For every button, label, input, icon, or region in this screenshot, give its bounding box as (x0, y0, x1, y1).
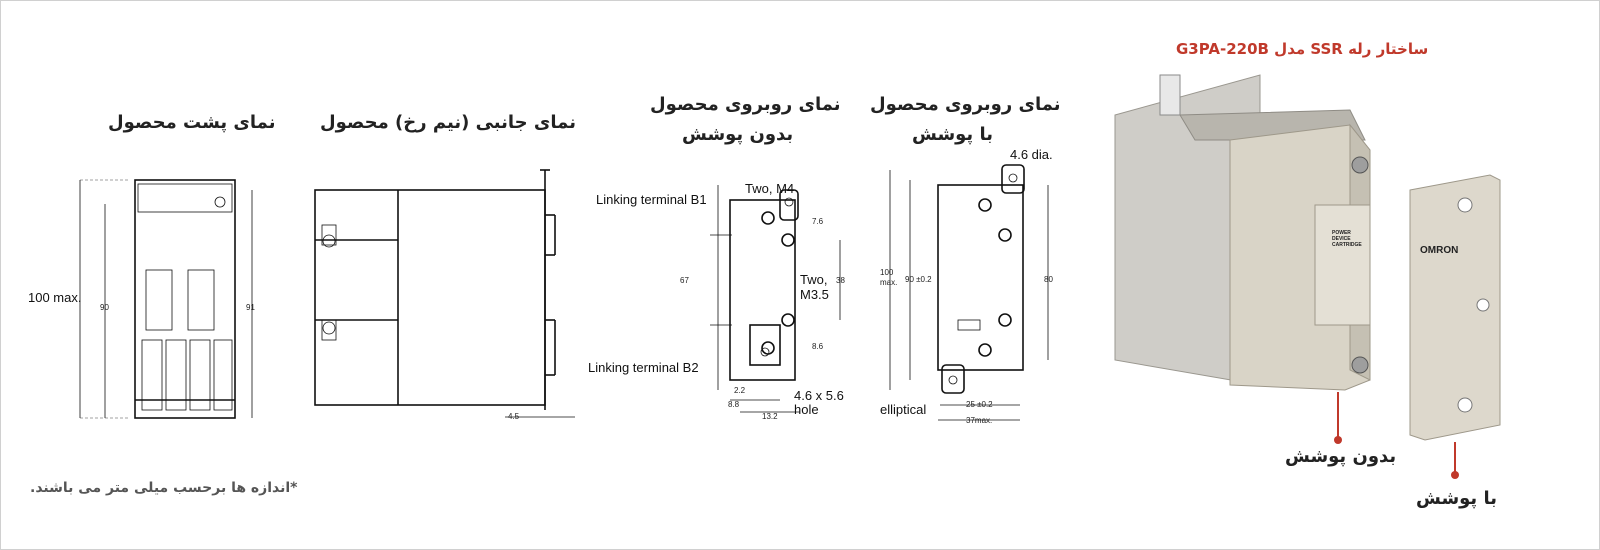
dim-2-2: 2.2 (734, 386, 746, 395)
cover-brand-label: OMRON (1420, 245, 1459, 256)
dim-67: 67 (680, 276, 689, 285)
dia-label: 4.6 dia. (1010, 147, 1053, 162)
page-title: ساختار رله SSR مدل G3PA-220B (1176, 40, 1429, 58)
dim-80: 80 (1044, 275, 1053, 284)
elliptical-label: elliptical (880, 402, 927, 417)
callout-no-cover: بدون پوشش (1285, 446, 1397, 467)
dim-25: 25 ±0.2 (966, 400, 993, 409)
front-no-cover-drawing (710, 185, 841, 413)
dim-38: 38 (836, 276, 845, 285)
m35-label-2: M3.5 (800, 287, 829, 302)
back-h90-dim: 90 (100, 303, 109, 312)
hole-label-2: hole (794, 402, 819, 417)
back-max-dim: 100 max. (28, 290, 82, 305)
m4-label: Two, M4 (745, 181, 795, 196)
side-w-dim: 4.5 (508, 412, 520, 421)
cartridge-label: POWER DEVICE CARTRIDGE (1332, 230, 1362, 248)
dim-90: 90 ±0.2 (905, 275, 932, 284)
linking-terminal-b1: Linking terminal B1 (596, 192, 707, 207)
dim-8-8: 8.8 (728, 400, 740, 409)
hole-label-1: 4.6 x 5.6 (794, 388, 844, 403)
back-view-drawing (79, 179, 253, 419)
linking-terminal-b2: Linking terminal B2 (588, 360, 699, 375)
dim-37: 37max. (966, 416, 993, 425)
back-view-title: نمای پشت محصول (108, 112, 276, 133)
front-cover-title-2: با پوشش (912, 124, 993, 145)
front-no-cover-title-1: نمای روبروی محصول (650, 94, 841, 115)
dim-7-6: 7.6 (812, 217, 824, 226)
front-cover-drawing (889, 164, 1049, 421)
front-cover-title-1: نمای روبروی محصول (870, 94, 1061, 115)
units-footnote: *اندازه ها برحسب میلی متر می باشند. (30, 480, 298, 496)
front-no-cover-title-2: بدون پوشش (682, 124, 794, 145)
m35-label-1: Two, (800, 272, 828, 287)
callout-with-cover: با پوشش (1416, 488, 1497, 509)
dim-max: max. (880, 278, 898, 287)
product-illustration (1114, 74, 1501, 479)
side-view-title: نمای جانبی (نیم رخ) محصول (320, 112, 576, 133)
dim-100: 100 (880, 268, 894, 277)
dim-8-6: 8.6 (812, 342, 824, 351)
side-view-drawing (314, 169, 575, 418)
back-h91-dim: 91 (246, 303, 255, 312)
dim-13-2: 13.2 (762, 412, 778, 421)
